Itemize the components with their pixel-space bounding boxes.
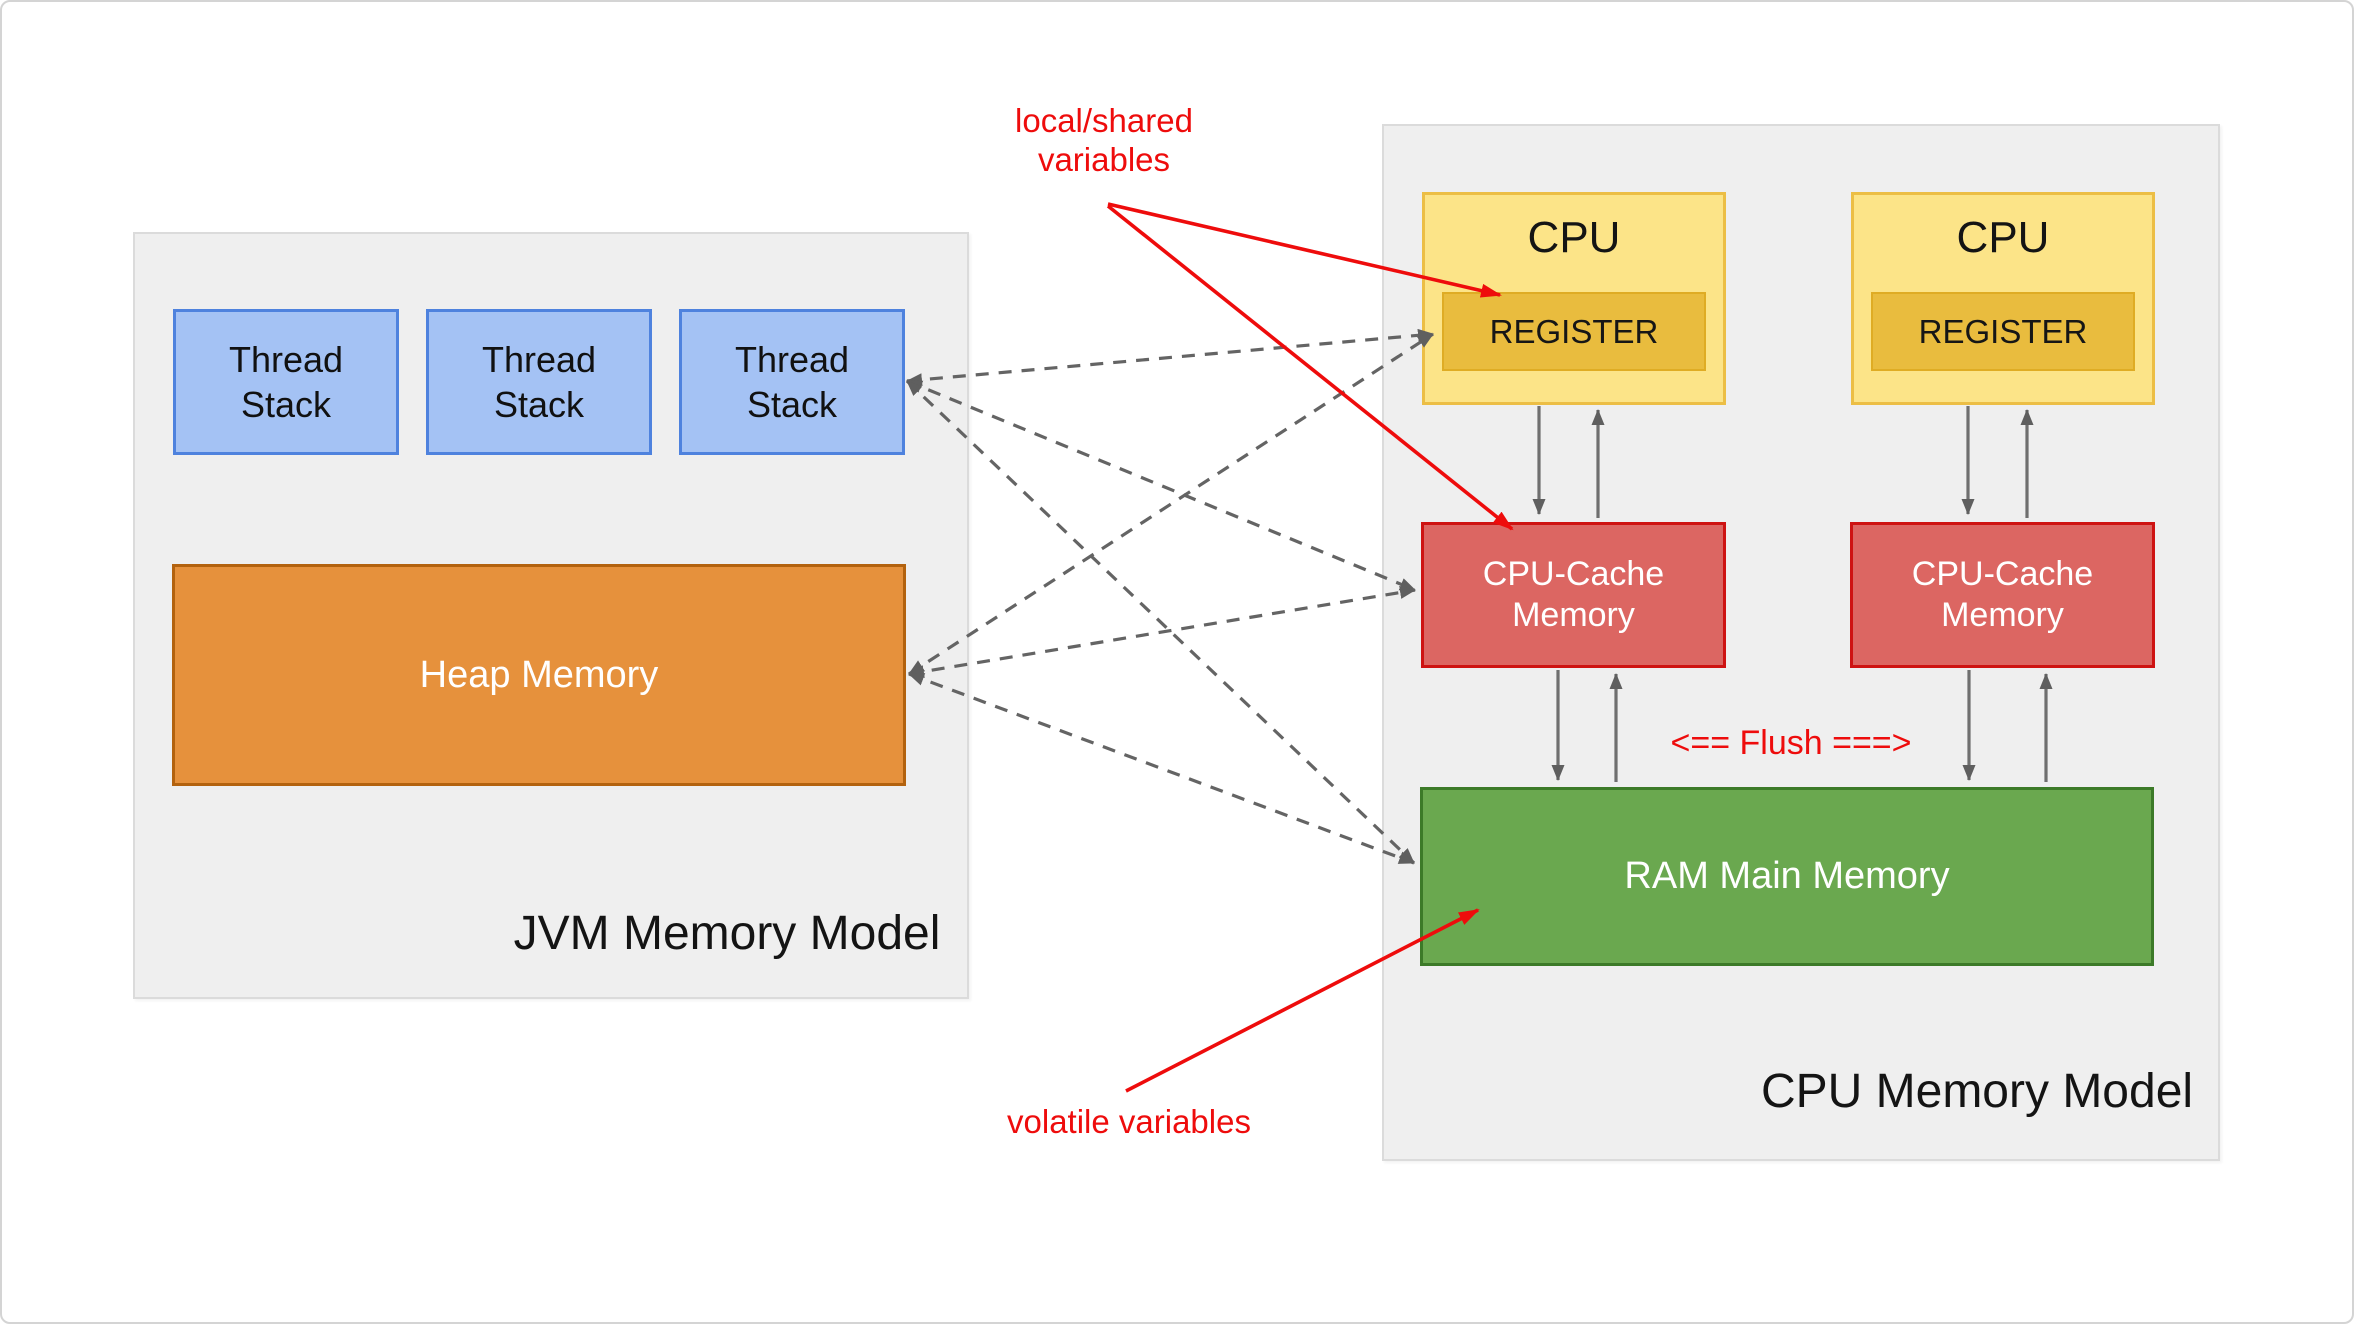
thread-stack-label-line1: Thread (228, 339, 344, 380)
thread-stack-label-line1: Thread (734, 339, 850, 380)
dashed-connectors (905, 328, 1434, 865)
cpu-box-1: CPU REGISTER (1422, 192, 1726, 405)
heap-memory-box: Heap Memory (172, 564, 906, 786)
ram-main-memory-box: RAM Main Memory (1420, 787, 2154, 966)
annotation-local-shared-variables: local/shared variables (929, 101, 1279, 179)
cpu-panel-title: CPU Memory Model (1760, 1065, 2194, 1118)
thread-stack-box-3: Thread Stack (679, 309, 905, 455)
cpu-cache-label-line2: Memory (1512, 596, 1635, 634)
connector-heap-ram (908, 672, 1415, 865)
connector-heap-register (908, 332, 1434, 676)
cpu-cache-box-2: CPU-Cache Memory (1850, 522, 2155, 668)
cpu-box-2: CPU REGISTER (1851, 192, 2155, 405)
jvm-panel-title: JVM Memory Model (513, 907, 941, 960)
ram-main-memory-label: RAM Main Memory (1624, 855, 1950, 897)
register-label: REGISTER (1489, 312, 1659, 350)
thread-stack-label-line1: Thread (481, 339, 597, 380)
annotation-flush: <== Flush ===> (1670, 724, 1912, 762)
register-box-2: REGISTER (1871, 292, 2135, 371)
register-label: REGISTER (1918, 312, 2088, 350)
thread-stack-label-line2: Stack (493, 384, 585, 425)
thread-stack-label-line2: Stack (746, 384, 838, 425)
cpu-cache-label-line2: Memory (1941, 596, 2064, 634)
thread-stack-label-line2: Stack (240, 384, 332, 425)
cpu-cache-label-line1: CPU-Cache (1482, 555, 1665, 593)
cpu-label: CPU (1527, 213, 1621, 262)
annotation-volatile-variables: volatile variables (1007, 1103, 1251, 1140)
connector-threadstack-cache (906, 379, 1416, 592)
annotation-local-shared-line1: local/shared (1015, 102, 1193, 139)
thread-stack-box-2: Thread Stack (426, 309, 652, 455)
register-box-1: REGISTER (1442, 292, 1706, 371)
connector-threadstack-register (906, 328, 1434, 387)
heap-memory-label: Heap Memory (419, 653, 659, 696)
cpu-label: CPU (1956, 213, 2050, 262)
cpu-cache-box-1: CPU-Cache Memory (1421, 522, 1726, 668)
annotation-local-shared-line2: variables (1037, 141, 1171, 178)
cpu-cache-label-line1: CPU-Cache (1911, 555, 2094, 593)
thread-stack-box-1: Thread Stack (173, 309, 399, 455)
connector-threadstack-ram (905, 379, 1416, 865)
connector-heap-cache (908, 586, 1416, 678)
